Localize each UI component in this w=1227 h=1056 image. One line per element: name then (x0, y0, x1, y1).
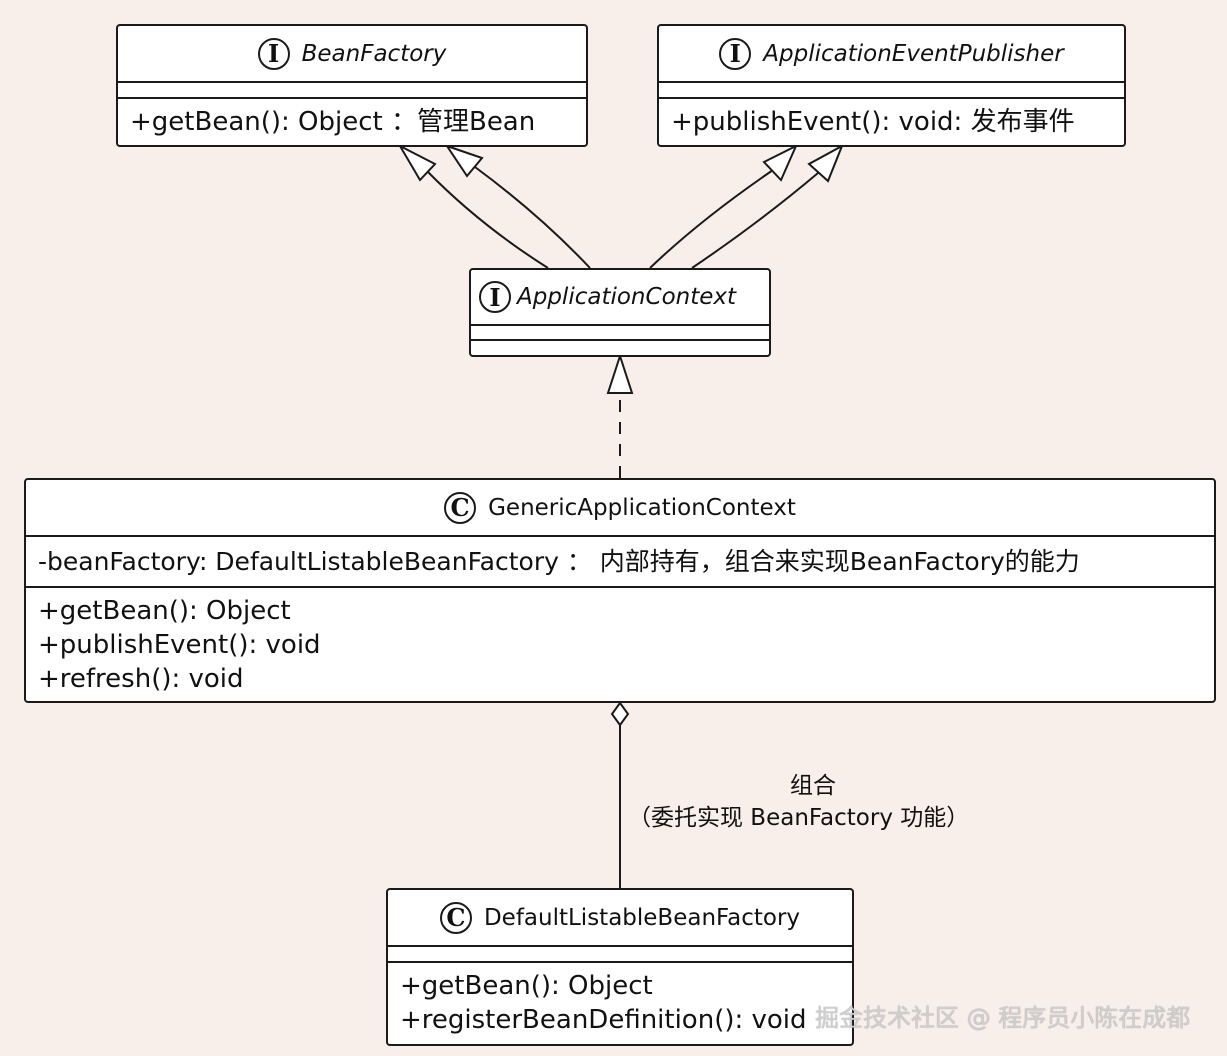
generalization-line (474, 166, 591, 269)
fields-section (118, 83, 586, 99)
generalization-arrowhead (807, 143, 844, 183)
fields-section (659, 83, 1124, 99)
class-name: ApplicationContext (517, 284, 737, 310)
class-name: DefaultListableBeanFactory (483, 904, 801, 931)
class-header: C GenericApplicationContext (26, 480, 1214, 537)
class-badge-icon: C (439, 901, 472, 934)
methods-section (471, 341, 769, 355)
generalization-arrowhead (397, 143, 437, 182)
fields-section (471, 326, 769, 341)
method: +getBean(): Object ：管理Bean (130, 107, 536, 137)
composition-label-detail: （委托实现 BeanFactory 功能） (628, 805, 970, 831)
fields-section: -beanFactory: DefaultListableBeanFactory… (26, 537, 1214, 588)
methods-section: +getBean(): Object +publishEvent(): void… (26, 588, 1214, 696)
class-name: GenericApplicationContext (488, 494, 796, 521)
class-name: BeanFactory (301, 40, 447, 67)
composition-label: 组合 (790, 773, 836, 799)
interface-badge-icon: I (479, 281, 511, 313)
composition-diamond (610, 701, 630, 727)
generalization-line (691, 172, 819, 269)
method: +refresh(): void (38, 664, 244, 694)
class-header: I ApplicationEventPublisher (659, 26, 1124, 83)
method: +getBean(): Object (400, 971, 653, 1001)
method: +getBean(): Object (38, 596, 291, 626)
class-header: I ApplicationContext (471, 270, 769, 326)
class-badge-icon: C (444, 491, 477, 524)
class-bean-factory[interactable]: I BeanFactory +getBean(): Object ：管理Bean (116, 24, 588, 147)
methods-section: +publishEvent(): void: 发布事件 (659, 99, 1124, 139)
fields-section (388, 947, 852, 963)
methods-section: +getBean(): Object +registerBeanDefiniti… (388, 963, 852, 1037)
class-application-context[interactable]: I ApplicationContext (469, 268, 771, 357)
generalization-arrowhead (762, 143, 799, 182)
class-name: ApplicationEventPublisher (763, 40, 1064, 67)
class-generic-application-context[interactable]: C GenericApplicationContext -beanFactory… (24, 478, 1216, 703)
interface-badge-icon: I (257, 37, 290, 70)
methods-section: +getBean(): Object ：管理Bean (118, 99, 586, 139)
class-default-listable-bean-factory[interactable]: C DefaultListableBeanFactory +getBean():… (386, 888, 854, 1046)
generalization-line (649, 169, 774, 269)
watermark: 掘金技术社区 @ 程序员小陈在成都 (815, 1004, 1191, 1032)
generalization-line (427, 171, 549, 269)
method: +registerBeanDefinition(): void (400, 1005, 807, 1035)
field: -beanFactory: DefaultListableBeanFactory… (38, 547, 1080, 576)
class-application-event-publisher[interactable]: I ApplicationEventPublisher +publishEven… (657, 24, 1126, 147)
class-header: I BeanFactory (118, 26, 586, 83)
generalization-arrowhead (444, 144, 484, 178)
method: +publishEvent(): void: 发布事件 (671, 107, 1075, 137)
interface-badge-icon: I (719, 37, 752, 70)
class-header: C DefaultListableBeanFactory (388, 890, 852, 947)
method: +publishEvent(): void (38, 630, 321, 660)
realization-arrowhead (606, 352, 634, 394)
